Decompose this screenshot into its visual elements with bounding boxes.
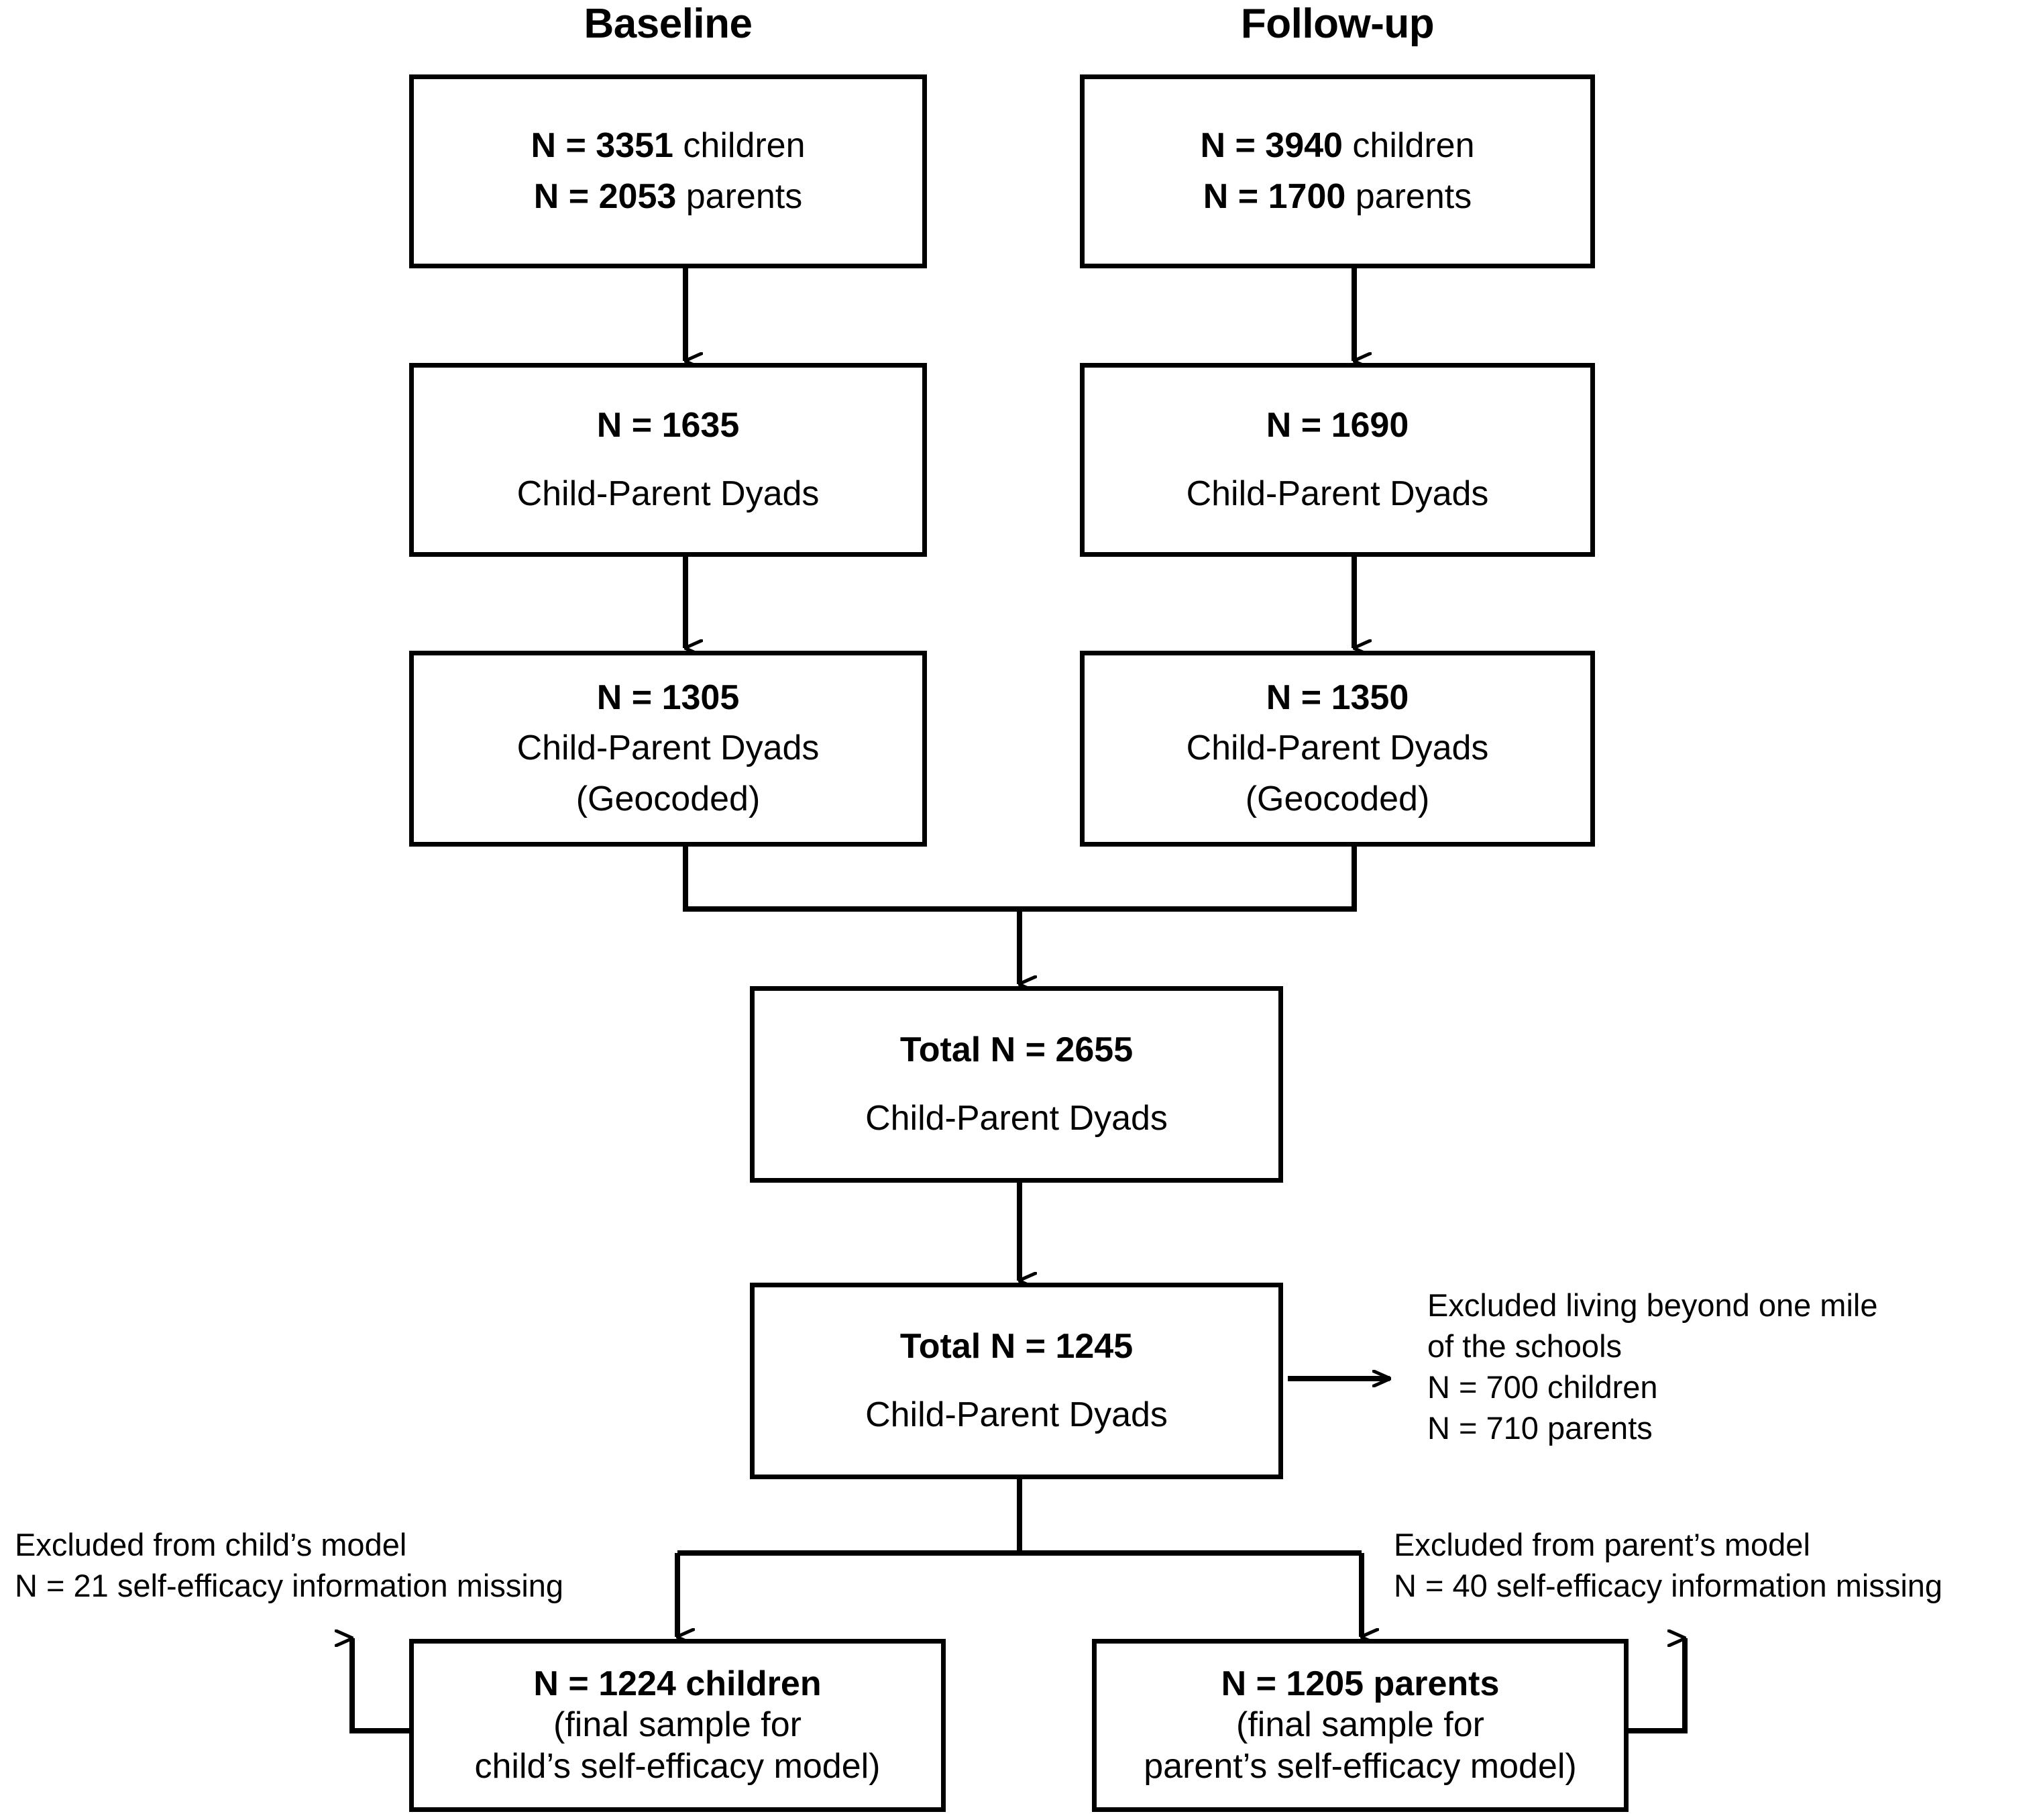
followup-enrolled-line-children: N = 3940 children [1200, 126, 1475, 166]
baseline-dyads-count: N = 1635 [596, 406, 740, 445]
child-final-count: N = 1224 children [533, 1664, 822, 1703]
baseline-enrolled-line-children: N = 3351 children [531, 126, 806, 166]
followup-enrolled-line-parents: N = 1700 parents [1203, 176, 1472, 216]
followup-geocoded-count: N = 1350 [1266, 678, 1409, 717]
node-followup-enrolled[interactable]: N = 3940 children N = 1700 parents [1080, 74, 1595, 268]
exclusion-child-line-1: Excluded from child’s model [15, 1527, 407, 1562]
column-title-baseline: Baseline [584, 1, 753, 47]
baseline-geocoded-label: Child-Parent Dyads [516, 729, 820, 768]
connector-split-to-final-boxes [677, 1479, 1362, 1556]
column-title-followup: Follow-up [1240, 1, 1435, 47]
child-final-line-2: (final sample for [553, 1705, 802, 1745]
baseline-geocoded-count: N = 1305 [596, 678, 740, 717]
exclusion-parent-line-2: N = 40 self-efficacy information missing [1394, 1568, 1943, 1604]
node-baseline-enrolled[interactable]: N = 3351 children N = 2053 parents [409, 74, 927, 268]
combined-total-count: Total N = 2655 [899, 1030, 1134, 1070]
baseline-enrolled-line-parents: N = 2053 parents [533, 176, 803, 216]
exclusion-distance-line-2: of the schools [1427, 1328, 1622, 1364]
node-combined-total[interactable]: Total N = 2655 Child-Parent Dyads [750, 986, 1283, 1183]
exclusion-distance-line-1: Excluded living beyond one mile [1427, 1287, 1878, 1323]
node-within-one-mile[interactable]: Total N = 1245 Child-Parent Dyads [750, 1283, 1283, 1479]
exclusion-distance-line-3: N = 700 children [1427, 1369, 1658, 1405]
node-child-final-sample[interactable]: N = 1224 children (final sample for chil… [409, 1639, 946, 1812]
baseline-geocoded-sublabel: (Geocoded) [575, 779, 761, 818]
parent-final-count: N = 1205 parents [1221, 1664, 1500, 1703]
exclusion-note-parent-model: Excluded from parent’s model N = 40 self… [1394, 1524, 1942, 1606]
parent-final-line-3: parent’s self-efficacy model) [1144, 1746, 1577, 1786]
followup-geocoded-label: Child-Parent Dyads [1186, 729, 1489, 768]
child-final-line-3: child’s self-efficacy model) [474, 1746, 881, 1786]
combined-total-label: Child-Parent Dyads [865, 1098, 1168, 1138]
node-baseline-geocoded[interactable]: N = 1305 Child-Parent Dyads (Geocoded) [409, 651, 927, 847]
exclusion-child-line-2: N = 21 self-efficacy information missing [15, 1568, 564, 1604]
node-parent-final-sample[interactable]: N = 1205 parents (final sample for paren… [1092, 1639, 1629, 1812]
baseline-dyads-label: Child-Parent Dyads [516, 474, 820, 513]
followup-dyads-label: Child-Parent Dyads [1186, 474, 1489, 513]
within-one-mile-label: Child-Parent Dyads [865, 1395, 1168, 1434]
exclusion-distance-line-4: N = 710 parents [1427, 1410, 1653, 1446]
node-baseline-dyads[interactable]: N = 1635 Child-Parent Dyads [409, 363, 927, 557]
followup-dyads-count: N = 1690 [1266, 406, 1409, 445]
node-followup-dyads[interactable]: N = 1690 Child-Parent Dyads [1080, 363, 1595, 557]
connector-parent-exclusion-elbow [1629, 1638, 1688, 1733]
connector-child-exclusion-elbow [352, 1638, 409, 1733]
exclusion-parent-line-1: Excluded from parent’s model [1394, 1527, 1810, 1562]
followup-geocoded-sublabel: (Geocoded) [1245, 779, 1430, 818]
connector-merge-to-combined-total [683, 847, 1357, 912]
exclusion-note-distance: Excluded living beyond one mile of the s… [1427, 1285, 1877, 1448]
node-followup-geocoded[interactable]: N = 1350 Child-Parent Dyads (Geocoded) [1080, 651, 1595, 847]
exclusion-note-child-model: Excluded from child’s model N = 21 self-… [15, 1524, 563, 1606]
parent-final-line-2: (final sample for [1236, 1705, 1484, 1745]
within-one-mile-count: Total N = 1245 [899, 1327, 1134, 1367]
